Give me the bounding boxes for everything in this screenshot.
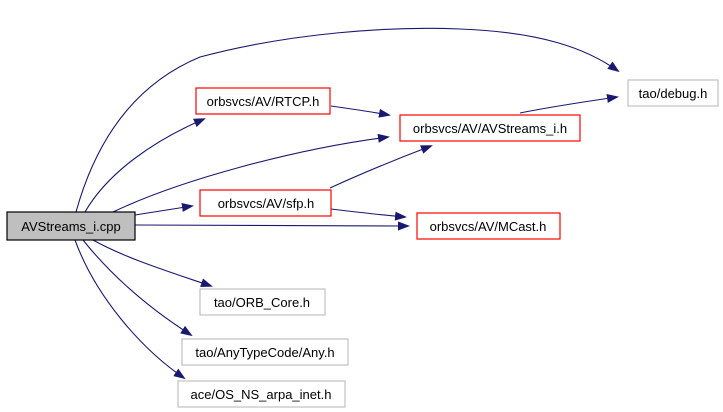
- node-label-rtcp-h[interactable]: orbsvcs/AV/RTCP.h: [207, 94, 320, 109]
- node-box-mcast-h[interactable]: [416, 212, 561, 240]
- node-box-any-h[interactable]: [181, 338, 349, 366]
- graph-node-rtcp-h[interactable]: orbsvcs/AV/RTCP.h: [195, 87, 331, 115]
- node-label-avstreams-i-h[interactable]: orbsvcs/AV/AVStreams_i.h: [413, 121, 567, 136]
- edge-cpp-to-rtcp: [84, 118, 206, 213]
- node-box-avstreams-i-cpp: [6, 211, 136, 241]
- edge-cpp-to-avstreams-h: [112, 133, 390, 213]
- edge-cpp-to-debug: [75, 27, 620, 213]
- node-box-arpa-inet-h[interactable]: [177, 380, 346, 408]
- node-box-sfp-h[interactable]: [199, 189, 332, 217]
- graph-node-avstreams-i-h[interactable]: orbsvcs/AV/AVStreams_i.h: [399, 114, 581, 142]
- edge-cpp-to-orb-core: [92, 239, 213, 288]
- node-label-orb-core-h[interactable]: tao/ORB_Core.h: [214, 295, 310, 310]
- node-box-debug-h[interactable]: [627, 79, 719, 107]
- graph-node-any-h[interactable]: tao/AnyTypeCode/Any.h: [181, 338, 349, 366]
- edge-avstreams-h-to-debug: [519, 94, 619, 114]
- graph-edges: [74, 27, 620, 380]
- node-label-avstreams-i-cpp: AVStreams_i.cpp: [21, 219, 120, 234]
- node-label-arpa-inet-h[interactable]: ace/OS_NS_arpa_inet.h: [191, 387, 332, 402]
- edge-sfp-to-mcast: [330, 208, 407, 221]
- graph-node-avstreams-i-cpp: AVStreams_i.cpp: [6, 211, 136, 241]
- edge-cpp-to-mcast: [134, 221, 410, 231]
- node-label-mcast-h[interactable]: orbsvcs/AV/MCast.h: [430, 219, 547, 234]
- graph-node-orb-core-h[interactable]: tao/ORB_Core.h: [199, 288, 326, 316]
- graph-node-mcast-h[interactable]: orbsvcs/AV/MCast.h: [416, 212, 561, 240]
- graph-node-arpa-inet-h[interactable]: ace/OS_NS_arpa_inet.h: [177, 380, 346, 408]
- node-label-debug-h[interactable]: tao/debug.h: [639, 86, 708, 101]
- graph-node-debug-h[interactable]: tao/debug.h: [627, 79, 719, 107]
- graph-node-sfp-h[interactable]: orbsvcs/AV/sfp.h: [199, 189, 332, 217]
- edge-rtcp-to-avstreams-h: [330, 105, 391, 118]
- edge-cpp-to-arpa-inet: [74, 239, 186, 380]
- node-label-sfp-h[interactable]: orbsvcs/AV/sfp.h: [218, 196, 315, 211]
- node-box-rtcp-h[interactable]: [195, 87, 331, 115]
- node-label-any-h[interactable]: tao/AnyTypeCode/Any.h: [195, 345, 334, 360]
- node-box-orb-core-h[interactable]: [199, 288, 326, 316]
- edge-sfp-to-avstreams-h: [329, 145, 433, 189]
- edge-cpp-to-any: [82, 239, 193, 337]
- node-box-avstreams-i-h[interactable]: [399, 114, 581, 142]
- edge-cpp-to-sfp: [134, 203, 194, 216]
